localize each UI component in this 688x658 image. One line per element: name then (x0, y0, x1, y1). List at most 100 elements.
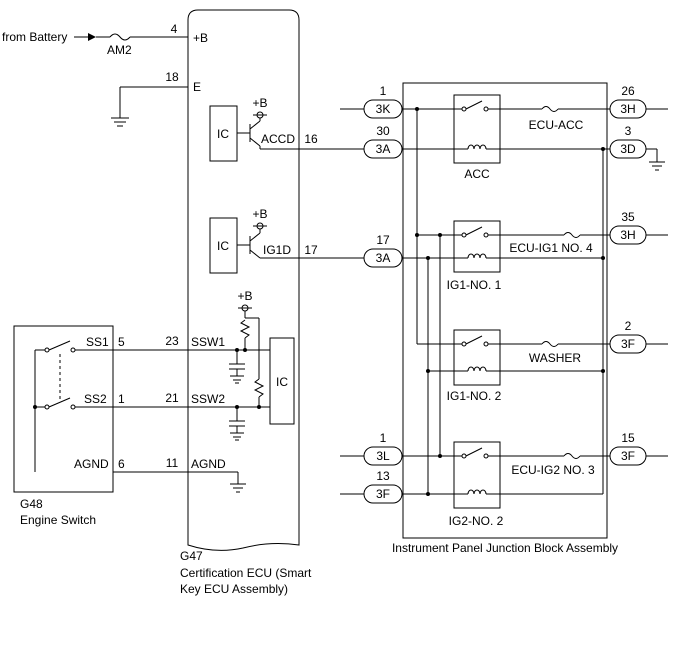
connector-3f-left: 3F 13 (363, 469, 403, 504)
connector-3k-left: 3K 1 (363, 84, 403, 119)
fuse-icon (541, 341, 559, 347)
ecu-accd-label: ACCD (261, 132, 295, 146)
relay-coil-icon (467, 144, 487, 150)
connector-3h-right-26: 3H 26 (609, 84, 668, 119)
svg-text:1: 1 (380, 431, 387, 445)
relay-acc-label: ACC (464, 167, 490, 181)
fuse-icon (541, 106, 559, 112)
relay-ig1-no1 (453, 220, 501, 273)
junction-block-name: Instrument Panel Junction Block Assembly (392, 541, 618, 555)
relay-acc (453, 94, 501, 164)
svg-text:3D: 3D (620, 142, 636, 156)
svg-text:35: 35 (621, 210, 635, 224)
svg-text:26: 26 (621, 84, 635, 98)
svg-text:3H: 3H (620, 228, 635, 242)
connector-3d-right: 3D 3 (609, 124, 665, 171)
switch-pin-1: 1 (118, 392, 125, 406)
svg-text:+B: +B (252, 207, 267, 221)
svg-text:2: 2 (625, 319, 632, 333)
fuse-ecu-acc-label: ECU-ACC (529, 118, 584, 132)
ground-icon (649, 161, 665, 171)
ecu-name-line1: Certification ECU (Smart (180, 566, 312, 580)
svg-text:1: 1 (380, 84, 387, 98)
fuse-icon (563, 453, 581, 459)
ecu-pin-21: 21 (165, 391, 179, 405)
svg-text:3K: 3K (376, 102, 391, 116)
svg-text:17: 17 (376, 233, 390, 247)
svg-text:13: 13 (376, 469, 390, 483)
svg-text:3: 3 (625, 124, 632, 138)
ecu-pin-11: 11 (166, 456, 179, 470)
ecu-pin-16: 16 (304, 132, 318, 146)
ecu-outline (187, 9, 300, 551)
svg-text:IC: IC (217, 239, 229, 253)
ecu-ic-3 (269, 337, 295, 425)
connector-3a-left-17: 3A 17 (363, 233, 403, 268)
relay-contact-icon (465, 226, 483, 236)
battery-label: from Battery (2, 30, 67, 44)
ecu-agnd-label: AGND (191, 457, 226, 471)
ecu-pin-b: 4 (171, 22, 178, 36)
arrow-right-icon (88, 33, 96, 41)
relay-ig1-no2 (453, 329, 501, 386)
ground-icon (111, 117, 129, 127)
resistor-icon (239, 319, 251, 339)
svg-text:+B: +B (237, 289, 252, 303)
relay-coil-icon (467, 253, 487, 259)
relay-contact-icon (465, 447, 483, 457)
relay-contact-icon (465, 100, 483, 110)
switch-name: Engine Switch (20, 513, 96, 527)
relay-ig1-no1-label: IG1-NO. 1 (447, 278, 502, 292)
svg-text:3L: 3L (376, 449, 390, 463)
fuse-washer-label: WASHER (529, 351, 582, 365)
switch-pin-6: 6 (118, 457, 125, 471)
connector-3f-right-15: 3F 15 (609, 431, 668, 466)
ecu-pin-17: 17 (304, 243, 318, 257)
svg-text:3A: 3A (376, 251, 391, 265)
fuse-icon (563, 232, 581, 238)
ecu-pin-e: 18 (165, 70, 179, 84)
svg-text:3F: 3F (621, 337, 635, 351)
fuse-ecu-ig1-no4-label: ECU-IG1 NO. 4 (509, 241, 593, 255)
ecu-label-e: E (193, 80, 201, 94)
relay-coil-icon (467, 366, 487, 372)
ecu-ig1d-label: IG1D (263, 243, 291, 257)
ecu-ssw2-label: SSW2 (191, 392, 225, 406)
svg-text:3F: 3F (621, 449, 635, 463)
junction-block-box (402, 82, 608, 539)
relay-ig1-no2-label: IG1-NO. 2 (447, 389, 502, 403)
fuse-icon (109, 33, 131, 41)
connector-3l-left: 3L 1 (363, 431, 403, 466)
ecu-code: G47 (180, 549, 203, 563)
svg-text:3A: 3A (376, 142, 391, 156)
relay-ig2-no2 (453, 441, 501, 509)
svg-text:+B: +B (252, 96, 267, 110)
svg-text:30: 30 (376, 124, 390, 138)
fuse-am2-label: AM2 (107, 43, 132, 57)
connector-3a-left-30: 3A 30 (363, 124, 403, 159)
switch-ss1-label: SS1 (86, 335, 109, 349)
relay-ig2-no2-label: IG2-NO. 2 (449, 514, 504, 528)
switch-icon (48, 340, 71, 351)
connector-3h-right-35: 3H 35 (609, 210, 668, 245)
connector-3f-right-2: 3F 2 (609, 319, 668, 354)
switch-code: G48 (20, 497, 43, 511)
switch-pin-5: 5 (118, 335, 125, 349)
ecu-label-b: +B (193, 31, 208, 45)
svg-text:IC: IC (217, 127, 229, 141)
fuse-ecu-ig2-no3-label: ECU-IG2 NO. 3 (511, 463, 595, 477)
svg-text:3F: 3F (376, 487, 390, 501)
switch-agnd-label: AGND (74, 457, 109, 471)
resistor-icon (253, 378, 265, 398)
relay-contact-icon (465, 335, 483, 345)
relay-coil-icon (467, 489, 487, 495)
engine-switch-box (13, 325, 114, 493)
ecu-name-line2: Key ECU Assembly) (180, 582, 288, 596)
ecu-pin-23: 23 (165, 334, 179, 348)
svg-text:3H: 3H (620, 102, 635, 116)
ecu-ssw1-label: SSW1 (191, 335, 225, 349)
ground-icon (230, 483, 246, 493)
switch-icon (48, 397, 71, 408)
switch-ss2-label: SS2 (84, 392, 107, 406)
